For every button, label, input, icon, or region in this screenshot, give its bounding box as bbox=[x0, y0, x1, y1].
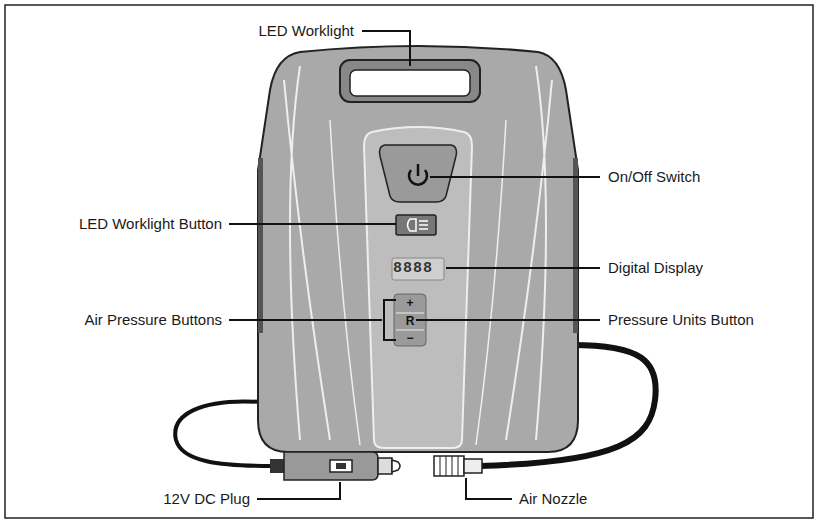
button-symbol: + bbox=[406, 297, 413, 310]
worklight-icon bbox=[408, 219, 429, 231]
part-label: LED Worklight bbox=[258, 23, 354, 40]
dc-plug bbox=[270, 452, 400, 480]
button-symbol: − bbox=[406, 332, 413, 345]
inflator-body bbox=[258, 46, 578, 452]
led-worklight bbox=[350, 70, 470, 96]
part-label: LED Worklight Button bbox=[79, 216, 222, 233]
display-digits: 8888 bbox=[393, 261, 433, 278]
part-label: 12V DC Plug bbox=[163, 491, 250, 508]
handle bbox=[340, 60, 480, 102]
control-panel bbox=[364, 127, 472, 448]
worklight-button bbox=[396, 215, 436, 235]
power-button bbox=[380, 145, 457, 202]
part-label: Digital Display bbox=[608, 260, 703, 277]
part-label: Pressure Units Button bbox=[608, 312, 754, 329]
air-nozzle bbox=[434, 456, 482, 476]
leader-lines bbox=[229, 31, 600, 499]
part-label: Air Pressure Buttons bbox=[84, 312, 222, 329]
display-window bbox=[392, 258, 444, 280]
part-label: On/Off Switch bbox=[608, 169, 700, 186]
frame bbox=[5, 5, 813, 518]
button-symbol: R bbox=[406, 315, 415, 328]
part-label: Air Nozzle bbox=[519, 491, 587, 508]
